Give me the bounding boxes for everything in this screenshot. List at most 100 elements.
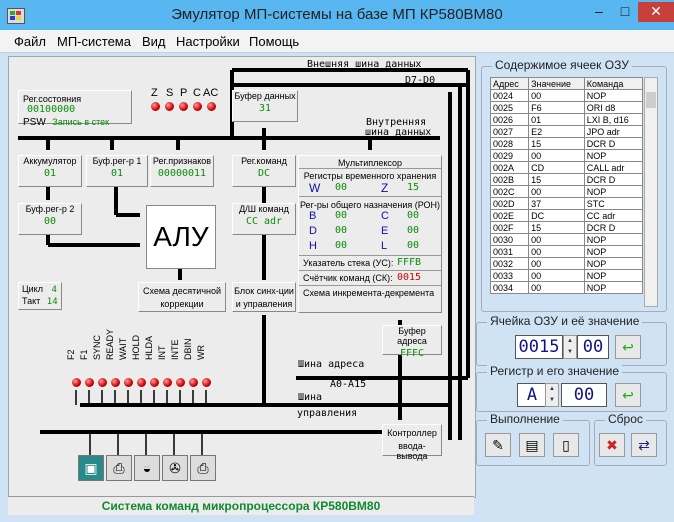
decimal-correction[interactable]: Схема десятичной коррекции bbox=[138, 282, 226, 312]
io-controller[interactable]: Контроллер ввода-вывода bbox=[382, 424, 442, 461]
buffer-register-2-value: 00 bbox=[43, 216, 57, 227]
control-bus-label-1: Шина bbox=[298, 392, 323, 403]
flag-register-label: Рег.признаков bbox=[152, 156, 212, 166]
psw-register[interactable]: Рег.состояния 00100000 PSW Запись в стек bbox=[18, 90, 132, 128]
minimize-button[interactable]: – bbox=[595, 3, 603, 19]
maximize-button[interactable]: □ bbox=[620, 3, 630, 19]
execution-group: Выполнение ✎ ▤ ▯ bbox=[476, 412, 590, 466]
apply-cell-icon[interactable]: ↩ bbox=[615, 335, 641, 359]
signal-wait-led bbox=[124, 378, 133, 387]
reset-registers-icon[interactable]: ⇄ bbox=[631, 433, 657, 457]
buffer-register-2[interactable]: Буф.рег-р 2 00 bbox=[18, 203, 82, 235]
menu-file[interactable]: Файл bbox=[14, 34, 46, 49]
reset-memory-icon[interactable]: ✖ bbox=[599, 433, 625, 457]
ram-cell-title: Ячейка ОЗУ и её значение bbox=[487, 314, 643, 328]
command-register-value: DC bbox=[257, 168, 271, 179]
sync-control-block[interactable]: Блок синх-ции и управления bbox=[232, 282, 296, 312]
printer2-icon[interactable]: ⎙ bbox=[190, 455, 216, 481]
accumulator[interactable]: Аккумулятор 01 bbox=[18, 155, 82, 187]
ram-header-value: Значение bbox=[528, 77, 585, 90]
window-title: Эмулятор МП-системы на базе МП КР580ВМ80 bbox=[171, 6, 503, 23]
document-icon[interactable]: ▯ bbox=[553, 433, 579, 457]
tape-icon[interactable]: ✇ bbox=[162, 455, 188, 481]
ram-header-command: Команда bbox=[583, 77, 644, 90]
menu-view[interactable]: Вид bbox=[142, 34, 166, 49]
register-name-input[interactable]: A bbox=[517, 383, 547, 407]
flag-z-led bbox=[151, 102, 160, 111]
e-register-name: E bbox=[381, 225, 389, 237]
command-decoder[interactable]: Д/Ш команд CC adr bbox=[232, 203, 296, 235]
flag-p-led bbox=[179, 102, 188, 111]
flag-c-label: C bbox=[193, 87, 201, 99]
signal-inte-led bbox=[176, 378, 185, 387]
signal-hold-label: HOLD bbox=[131, 334, 141, 360]
ram-cell-group: Ячейка ОЗУ и её значение 0015 ▲▼ 00 ↩ bbox=[476, 314, 667, 366]
stack-pointer-value: FFFB bbox=[397, 257, 422, 268]
buffer-register-1-label: Буф.рег-р 1 bbox=[92, 156, 142, 166]
menu-settings[interactable]: Настройки bbox=[176, 34, 240, 49]
signal-wr-led bbox=[202, 378, 211, 387]
alu-block[interactable]: АЛУ bbox=[146, 205, 216, 269]
apply-register-icon[interactable]: ↩ bbox=[615, 383, 641, 407]
address-buffer[interactable]: Буфер адреса FFFC bbox=[382, 325, 442, 359]
register-value-input[interactable]: 00 bbox=[561, 383, 607, 407]
multiplexer[interactable]: Мультиплексор Регистры временного хранен… bbox=[298, 155, 442, 313]
signal-hlda-led bbox=[150, 378, 159, 387]
monitor-icon[interactable]: ▣ bbox=[78, 455, 104, 481]
flag-p-label: P bbox=[180, 87, 188, 99]
register-group: Регистр и его значение A ▲▼ 00 ↩ bbox=[476, 364, 667, 412]
close-button[interactable]: ✕ bbox=[638, 2, 674, 22]
signal-int-label: INT bbox=[157, 345, 167, 361]
register-name-spinner[interactable]: ▲▼ bbox=[545, 383, 559, 407]
control-bus-label-2: управления bbox=[297, 408, 358, 419]
ram-cell-address-input[interactable]: 0015 bbox=[515, 335, 563, 359]
ram-scroll-thumb[interactable] bbox=[646, 92, 656, 108]
decimal-correction-label-2: коррекции bbox=[160, 299, 204, 309]
psw-stack-note: Запись в стек bbox=[52, 117, 110, 127]
command-register[interactable]: Рег.команд DC bbox=[232, 155, 296, 187]
printer-icon[interactable]: ⎙ bbox=[106, 455, 132, 481]
run-icon[interactable]: ▤ bbox=[519, 433, 545, 457]
menu-mp-system[interactable]: МП-система bbox=[57, 34, 131, 49]
menu-divider bbox=[0, 52, 674, 53]
disk-icon[interactable]: ◒ bbox=[134, 455, 160, 481]
data-buffer-label: Буфер данных bbox=[234, 91, 296, 101]
flag-register[interactable]: Рег.признаков 00000011 bbox=[150, 155, 214, 187]
data-buffer-value: 31 bbox=[258, 103, 272, 114]
ram-cell-address-spinner[interactable]: ▲▼ bbox=[563, 335, 577, 359]
data-buffer[interactable]: Буфер данных 31 bbox=[232, 90, 298, 122]
ram-cell-value-input[interactable]: 00 bbox=[577, 335, 609, 359]
ram-scrollbar[interactable] bbox=[644, 77, 658, 307]
step-icon[interactable]: ✎ bbox=[485, 433, 511, 457]
d-register-name: D bbox=[309, 225, 317, 237]
menu-help[interactable]: Помощь bbox=[249, 34, 300, 49]
temp-registers-label: Регистры временного хранения bbox=[299, 168, 441, 181]
buffer-register-1[interactable]: Буф.рег-р 1 01 bbox=[86, 155, 148, 187]
flag-s-label: S bbox=[166, 87, 174, 99]
flag-ac-label: AC bbox=[203, 87, 219, 99]
c-register-value: 00 bbox=[407, 210, 420, 221]
cycle-label: Цикл bbox=[22, 284, 43, 294]
internal-bus-label-1: Внутренняя bbox=[366, 117, 427, 128]
gpr-label: Рег-ры общего назначения (РОН) bbox=[299, 200, 441, 210]
signal-ready-label: READY bbox=[105, 328, 115, 360]
w-register-name: W bbox=[309, 181, 321, 195]
